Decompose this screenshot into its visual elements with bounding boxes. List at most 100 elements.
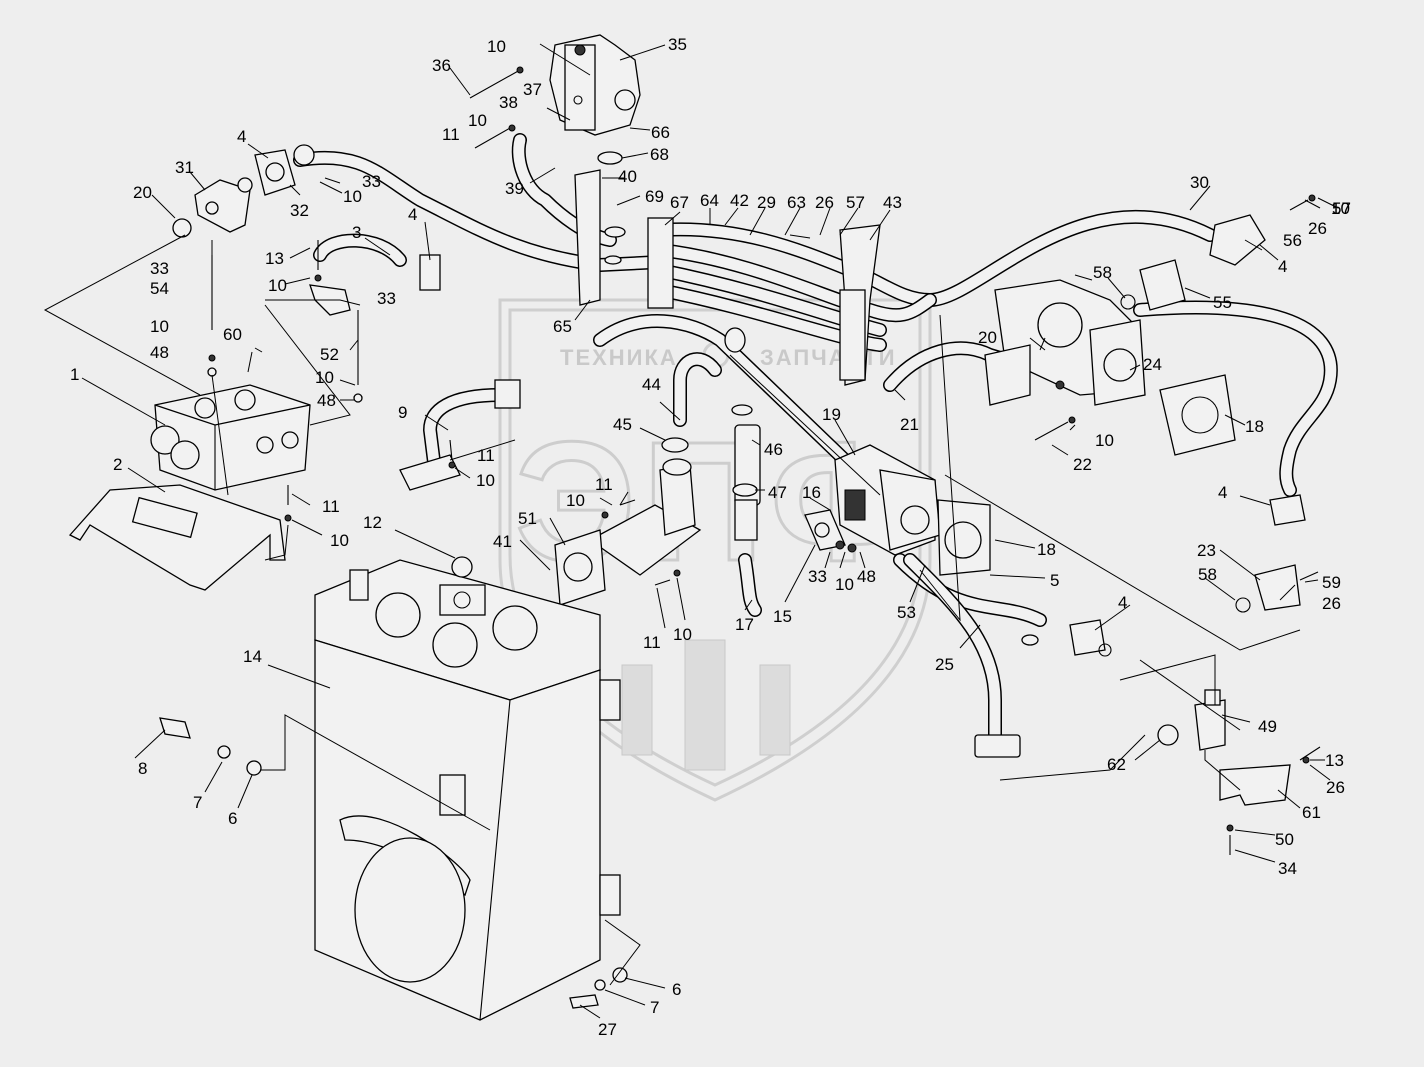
callout-64: 64 <box>700 191 719 210</box>
callout-54: 54 <box>150 279 169 298</box>
callout-19: 19 <box>822 405 841 424</box>
callout-69: 69 <box>645 187 664 206</box>
hose-clamp <box>1209 214 1266 266</box>
pipe-elbow <box>399 379 521 491</box>
callout-leaders <box>81 43 1339 1019</box>
flange <box>254 149 296 196</box>
callout-10: 10 <box>835 575 854 594</box>
callout-17: 17 <box>735 615 754 634</box>
callout-25: 25 <box>935 655 954 674</box>
watermark-left-word: ТЕХНИКА <box>560 345 678 370</box>
callout-10: 10 <box>566 491 585 510</box>
suction-tee <box>554 327 761 606</box>
callout-55: 55 <box>1213 293 1232 312</box>
callout-36: 36 <box>432 56 451 75</box>
callout-31: 31 <box>175 158 194 177</box>
callout-15: 15 <box>773 607 792 626</box>
check-valve <box>1157 689 1226 751</box>
callout-7: 7 <box>193 793 202 812</box>
callout-10: 10 <box>468 111 487 130</box>
mounting-bracket <box>68 484 286 591</box>
callout-5: 5 <box>1050 571 1059 590</box>
callout-48: 48 <box>857 567 876 586</box>
callout-24: 24 <box>1143 355 1162 374</box>
pipe-flange-right <box>1269 494 1306 526</box>
callout-38: 38 <box>499 93 518 112</box>
callout-labels: 1 2 3 4 4 4 4 4 5 6 6 7 7 8 9 10 10 10 1… <box>70 35 1351 1039</box>
callout-11: 11 <box>595 475 613 494</box>
callout-67: 67 <box>670 193 689 212</box>
callout-11: 11 <box>643 633 661 652</box>
bolt-head <box>159 717 191 739</box>
callout-26: 26 <box>1326 778 1345 797</box>
hose-nut <box>974 734 1021 758</box>
callout-8: 8 <box>138 759 147 778</box>
assembly-lines <box>43 234 1301 986</box>
callout-57: 57 <box>1332 199 1351 218</box>
support-bracket <box>574 169 601 306</box>
callout-14: 14 <box>243 647 262 666</box>
bolt <box>469 69 521 99</box>
callout-4: 4 <box>1218 483 1227 502</box>
callout-26: 26 <box>1308 219 1327 238</box>
hose-clamp-block <box>647 217 674 309</box>
callout-61: 61 <box>1302 803 1321 822</box>
hose-lines <box>293 133 1338 747</box>
callout-57: 57 <box>846 193 865 212</box>
callout-1: 1 <box>70 365 79 384</box>
callout-20: 20 <box>978 328 997 347</box>
flange-gasket <box>1159 374 1236 456</box>
callout-4: 4 <box>1118 593 1127 612</box>
wheat-ear-icon <box>621 639 791 771</box>
distributor-valve <box>150 384 311 491</box>
callout-11: 11 <box>322 497 340 516</box>
callout-4: 4 <box>1278 257 1287 276</box>
callout-2: 2 <box>113 455 122 474</box>
callout-44: 44 <box>642 375 661 394</box>
callout-6: 6 <box>228 809 237 828</box>
callout-10: 10 <box>1331 199 1350 218</box>
callout-11: 11 <box>442 125 460 144</box>
callout-10: 10 <box>487 37 506 56</box>
callout-40: 40 <box>618 167 637 186</box>
hydraulic-pump <box>834 444 991 576</box>
o-ring <box>172 218 192 238</box>
pipe-flange-lower <box>1069 619 1106 656</box>
callout-12: 12 <box>363 513 382 532</box>
callout-48: 48 <box>150 343 169 362</box>
callout-39: 39 <box>505 179 524 198</box>
callout-27: 27 <box>598 1020 617 1039</box>
callout-33: 33 <box>808 567 827 586</box>
pump-flange <box>804 509 857 553</box>
callout-20: 20 <box>133 183 152 202</box>
callout-68: 68 <box>650 145 669 164</box>
callout-49: 49 <box>1258 717 1277 736</box>
callout-56: 56 <box>1283 231 1302 250</box>
callout-46: 46 <box>764 440 783 459</box>
callout-30: 30 <box>1190 173 1209 192</box>
callout-33: 33 <box>362 172 381 191</box>
callout-34: 34 <box>1278 859 1297 878</box>
callout-63: 63 <box>787 193 806 212</box>
callout-21: 21 <box>900 415 919 434</box>
callout-47: 47 <box>768 483 787 502</box>
callout-58: 58 <box>1093 263 1112 282</box>
callout-58: 58 <box>1198 565 1217 584</box>
fasteners <box>159 66 1321 1009</box>
callout-18: 18 <box>1245 417 1264 436</box>
callout-52: 52 <box>320 345 339 364</box>
callout-22: 22 <box>1073 455 1092 474</box>
callout-32: 32 <box>290 201 309 220</box>
callout-33: 33 <box>150 259 169 278</box>
callout-50: 50 <box>1275 830 1294 849</box>
callout-16: 16 <box>802 483 821 502</box>
callout-37: 37 <box>523 80 542 99</box>
callout-42: 42 <box>730 191 749 210</box>
callout-48: 48 <box>317 391 336 410</box>
callout-6: 6 <box>672 980 681 999</box>
callout-33: 33 <box>377 289 396 308</box>
callout-43: 43 <box>883 193 902 212</box>
callout-11: 11 <box>477 446 495 465</box>
callout-3: 3 <box>352 223 361 242</box>
